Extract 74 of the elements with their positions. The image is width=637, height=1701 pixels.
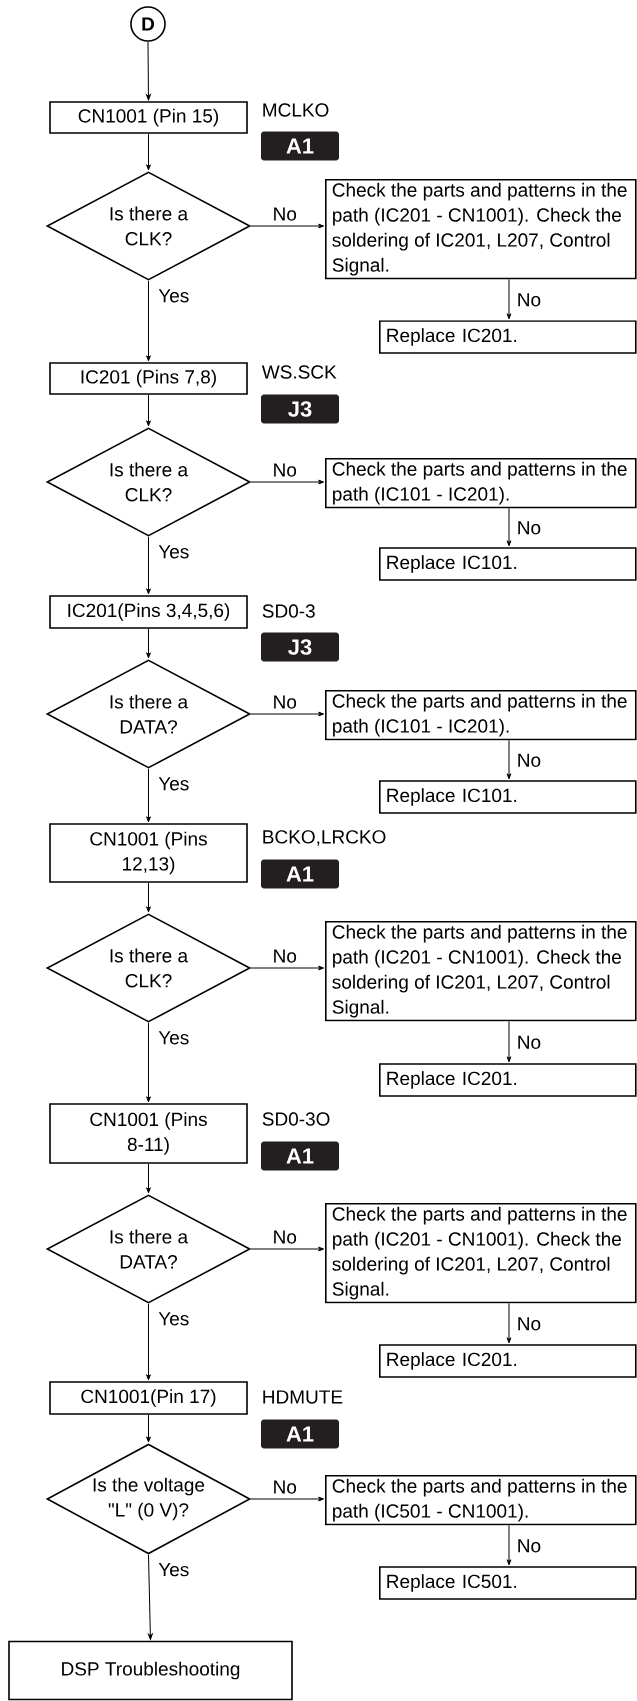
process-box: Check the parts and patterns in the path (IC101 - IC201). bbox=[325, 690, 637, 741]
signal-label: SD0-3O bbox=[262, 1112, 330, 1126]
arrow bbox=[146, 133, 151, 171]
edge-label: No bbox=[515, 1034, 543, 1050]
reference-badge: A1 bbox=[261, 859, 339, 889]
process-box: CN1001(Pin 17) bbox=[49, 1381, 248, 1415]
process-box: Replace IC201. bbox=[379, 1344, 637, 1378]
arrow bbox=[506, 1020, 512, 1063]
edge-label: Yes bbox=[157, 544, 191, 560]
arrow bbox=[146, 41, 151, 101]
arrow bbox=[250, 1496, 325, 1502]
process-box: Check the parts and patterns in the path (IC201 - CN1001). Check the soldering of IC201, L207, Control Signal. bbox=[325, 1203, 637, 1304]
process-box: CN1001 (Pins 8-11) bbox=[49, 1103, 248, 1164]
process-box: Check the parts and patterns in the path (IC501 - CN1001). bbox=[325, 1475, 637, 1526]
arrow bbox=[147, 1554, 153, 1640]
signal-label: HDMUTE bbox=[263, 1390, 343, 1404]
edge-label: Yes bbox=[157, 1030, 191, 1046]
edge-label: No bbox=[271, 1479, 298, 1495]
arrow bbox=[506, 507, 512, 547]
signal-label: MCLKO bbox=[263, 103, 329, 117]
process-box: Check the parts and patterns in the path (IC201 - CN1001). Check the soldering of IC201, L207, Control Signal. bbox=[325, 921, 637, 1022]
process-box: Check the parts and patterns in the path (IC101 - IC201). bbox=[325, 458, 637, 509]
signal-label: SD0-3 bbox=[262, 604, 315, 618]
signal-label: WS.SCK bbox=[261, 365, 337, 379]
reference-badge: A1 bbox=[261, 1141, 339, 1171]
process-box: Check the parts and patterns in the path (IC201 - CN1001). Check the soldering of IC201, L207, Control Signal. bbox=[325, 179, 637, 280]
arrow bbox=[250, 1246, 325, 1252]
process-box: Replace IC201. bbox=[379, 1063, 637, 1097]
process-box: Replace IC201. bbox=[379, 320, 637, 354]
edge-label: Yes bbox=[157, 1311, 191, 1327]
process-box: CN1001 (Pins 12,13) bbox=[49, 823, 248, 883]
edge-label: No bbox=[271, 948, 298, 964]
arrow bbox=[146, 1163, 151, 1194]
edge-label: No bbox=[271, 462, 298, 478]
edge-label: No bbox=[515, 1316, 543, 1332]
arrow bbox=[146, 1022, 151, 1103]
reference-badge: J3 bbox=[261, 632, 339, 662]
process-box: Replace IC101. bbox=[379, 780, 637, 814]
arrow bbox=[506, 278, 512, 320]
process-box: DSP Troubleshooting bbox=[8, 1640, 293, 1701]
edge-label: No bbox=[515, 520, 543, 536]
process-box: Replace IC101. bbox=[379, 547, 637, 581]
process-box: IC201(Pins 3,4,5,6) bbox=[49, 595, 248, 629]
edge-label: No bbox=[515, 752, 543, 768]
process-box: CN1001 (Pin 15) bbox=[49, 101, 248, 134]
arrow bbox=[146, 628, 151, 659]
edge-label: No bbox=[271, 206, 298, 222]
arrow bbox=[250, 965, 325, 971]
edge-label: No bbox=[515, 1538, 543, 1554]
signal-label: BCKO,LRCKO bbox=[263, 830, 386, 846]
arrow bbox=[146, 1303, 151, 1381]
edge-label: Yes bbox=[157, 1562, 191, 1578]
arrow bbox=[250, 711, 325, 717]
arrow bbox=[146, 394, 151, 427]
reference-badge: A1 bbox=[261, 1419, 339, 1449]
arrow bbox=[146, 280, 151, 362]
edge-label: No bbox=[271, 694, 298, 710]
reference-badge: A1 bbox=[261, 131, 339, 161]
edge-label: No bbox=[271, 1229, 298, 1245]
edge-label: No bbox=[515, 292, 543, 308]
arrow bbox=[146, 536, 151, 595]
arrow bbox=[146, 1414, 151, 1443]
edge-label: Yes bbox=[157, 288, 191, 304]
arrow bbox=[250, 223, 325, 229]
arrow bbox=[506, 739, 512, 780]
process-box: Replace IC501. bbox=[379, 1566, 637, 1600]
arrow bbox=[506, 1302, 512, 1344]
arrow bbox=[250, 479, 325, 485]
reference-badge: J3 bbox=[261, 394, 339, 424]
arrow bbox=[146, 882, 151, 913]
edge-label: Yes bbox=[157, 776, 191, 792]
arrow bbox=[146, 768, 151, 823]
process-box: IC201 (Pins 7,8) bbox=[49, 362, 248, 395]
arrow bbox=[506, 1524, 512, 1566]
